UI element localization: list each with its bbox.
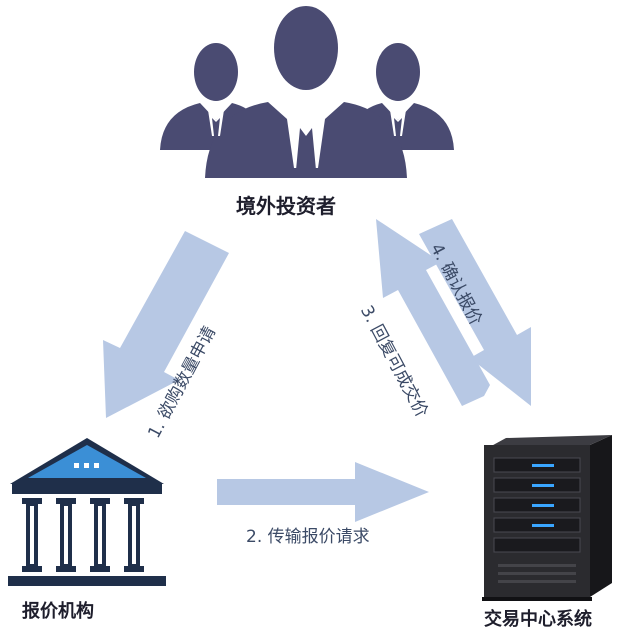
edge-2-label: 2. 传输报价请求: [246, 527, 370, 547]
quoter-label: 报价机构: [22, 601, 94, 622]
arrow-1: [103, 231, 229, 418]
arrow-4: [419, 219, 531, 406]
investors-label: 境外投资者: [236, 194, 336, 218]
arrow-2: [217, 462, 429, 522]
system-label: 交易中心系统: [484, 609, 592, 630]
arrow-3: [376, 219, 490, 406]
